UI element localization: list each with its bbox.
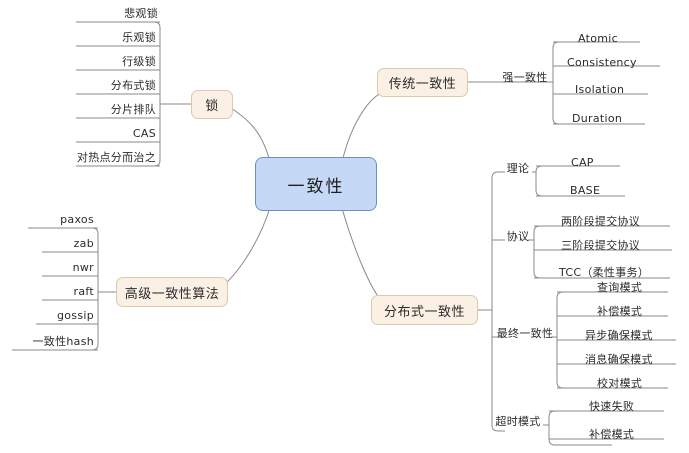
leaf-strong-3[interactable]: Duration (572, 112, 623, 125)
leaf-lock-2[interactable]: 行级锁 (122, 55, 156, 68)
leaf-lock-3[interactable]: 分布式锁 (110, 79, 156, 92)
leaf-strong-1[interactable]: Consistency (567, 56, 637, 69)
leaf-strong-2[interactable]: Isolation (575, 83, 625, 96)
group-label-protocol[interactable]: 协议 (506, 230, 530, 243)
branch-node-advanced-algorithms[interactable]: 高级一致性算法 (116, 277, 228, 307)
leaf-lock-6[interactable]: 对热点分而治之 (76, 151, 156, 164)
branch-label-advanced-algorithms: 高级一致性算法 (124, 286, 220, 302)
leaf-protocol-1[interactable]: 三阶段提交协议 (561, 239, 641, 252)
branch-node-lock[interactable]: 锁 (191, 90, 233, 119)
group-label-strong-consistency[interactable]: 强一致性 (502, 71, 548, 84)
leaf-timeout-1[interactable]: 补偿模式 (589, 428, 635, 441)
group-label-eventual-consistency[interactable]: 最终一致性 (496, 327, 554, 340)
branch-label-lock: 锁 (205, 99, 219, 114)
leaf-protocol-2[interactable]: TCC（柔性事务） (559, 266, 650, 279)
branch-node-traditional[interactable]: 传统一致性 (377, 68, 468, 97)
leaf-lock-4[interactable]: 分片排队 (110, 103, 156, 116)
leaf-advanced-1[interactable]: zab (73, 237, 94, 250)
leaf-lock-0[interactable]: 悲观锁 (124, 7, 158, 20)
branch-label-traditional: 传统一致性 (388, 77, 457, 92)
leaf-eventual-1[interactable]: 补偿模式 (597, 305, 643, 318)
leaf-theory-1[interactable]: BASE (570, 184, 601, 197)
leaf-lock-1[interactable]: 乐观锁 (122, 31, 156, 44)
leaf-advanced-3[interactable]: raft (73, 285, 94, 298)
group-label-timeout[interactable]: 超时模式 (495, 415, 541, 428)
leaf-eventual-0[interactable]: 查询模式 (597, 281, 643, 294)
leaf-theory-0[interactable]: CAP (571, 156, 594, 169)
leaf-advanced-2[interactable]: nwr (72, 261, 94, 274)
root-node[interactable]: 一致性 (255, 157, 377, 211)
leaf-protocol-0[interactable]: 两阶段提交协议 (561, 215, 641, 228)
root-node-label: 一致性 (287, 176, 345, 197)
leaf-eventual-2[interactable]: 异步确保模式 (585, 329, 653, 342)
edge-root-to-lock (230, 107, 271, 163)
leaf-advanced-5[interactable]: 一致性hash (32, 335, 94, 348)
leaf-eventual-4[interactable]: 校对模式 (597, 377, 643, 390)
leaf-eventual-3[interactable]: 消息确保模式 (585, 353, 653, 366)
leaf-advanced-4[interactable]: gossip (56, 309, 94, 322)
branch-label-distributed: 分布式一致性 (383, 304, 465, 320)
branch-node-distributed[interactable]: 分布式一致性 (371, 295, 478, 325)
leaf-timeout-0[interactable]: 快速失败 (589, 400, 635, 413)
group-label-theory[interactable]: 理论 (506, 162, 530, 175)
edge-root-to-distributed (341, 207, 384, 304)
leaf-advanced-0[interactable]: paxos (60, 213, 94, 226)
edge-root-to-traditional (341, 91, 384, 163)
leaf-lock-5[interactable]: CAS (132, 127, 156, 140)
leaf-strong-0[interactable]: Atomic (578, 32, 618, 45)
